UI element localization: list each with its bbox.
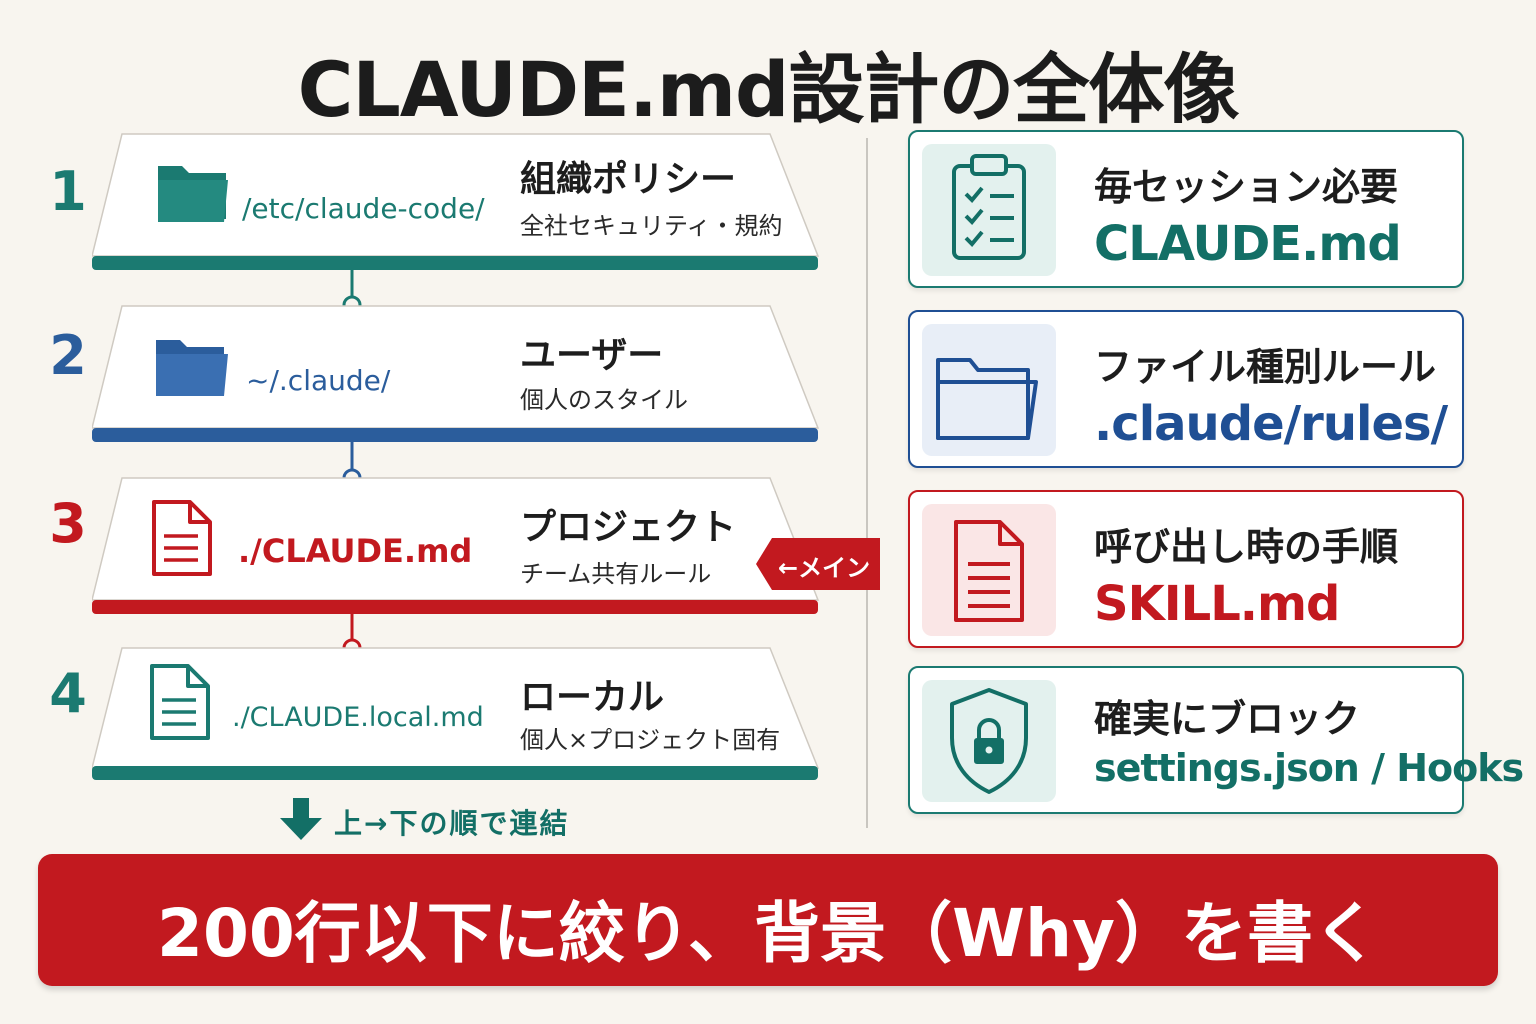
layer-description: 個人のスタイル — [520, 386, 688, 414]
document-icon — [152, 500, 212, 576]
card-label: ファイル種別ルール — [1094, 345, 1437, 389]
layer-card: /etc/claude-code/ 組織ポリシー 全社セキュリティ・規約 — [92, 132, 822, 270]
card-file: CLAUDE.md — [1094, 216, 1402, 272]
main-tag-label: ←メイン — [778, 554, 871, 582]
card-file: .claude/rules/ — [1094, 396, 1448, 452]
layer-org-policy: 1 /etc/claude-code/ 組織ポリシー 全社セキュリティ・規約 — [48, 132, 828, 272]
folder-icon — [156, 340, 228, 396]
layer-local: 4 ./CLAUDE.local.md ローカル 個人×プロジェクト固有 — [48, 646, 828, 786]
card-label: 確実にブロック — [1094, 697, 1361, 741]
layer-name: プロジェクト — [520, 507, 737, 548]
layer-card-shape — [92, 477, 820, 614]
card-skill: 呼び出し時の手順 SKILL.md — [908, 490, 1464, 648]
card-file: SKILL.md — [1094, 576, 1340, 632]
folder-icon — [158, 166, 228, 222]
layer-path: ./CLAUDE.md — [238, 532, 473, 570]
main-tag-shape — [756, 538, 880, 590]
layer-card-shape — [92, 133, 820, 270]
layer-name: ユーザー — [520, 335, 664, 376]
layer-description: 個人×プロジェクト固有 — [520, 726, 781, 754]
page-title: CLAUDE.md設計の全体像 — [297, 45, 1240, 134]
layer-path: /etc/claude-code/ — [242, 192, 485, 225]
layer-card: ./CLAUDE.md プロジェクト チーム共有ルール — [92, 476, 822, 614]
layer-path: ~/.claude/ — [246, 364, 391, 397]
layer-project: 3 ./CLAUDE.md プロジェクト チーム共有ルール — [48, 476, 828, 616]
layer-name: ローカル — [520, 677, 665, 718]
card-settings-hooks: 確実にブロック settings.json / Hooks — [908, 666, 1524, 814]
icon-box — [922, 680, 1056, 802]
layer-card: ~/.claude/ ユーザー 個人のスタイル — [92, 304, 822, 442]
layer-name: 組織ポリシー — [520, 159, 737, 200]
layer-description: 全社セキュリティ・規約 — [520, 212, 783, 240]
layer-card-shape — [92, 647, 820, 780]
order-note: 上→下の順で連結 — [278, 796, 567, 842]
document-icon — [954, 520, 1024, 622]
layer-path: ./CLAUDE.local.md — [232, 702, 484, 733]
card-label: 呼び出し時の手順 — [1094, 525, 1399, 569]
layer-number: 2 — [49, 324, 87, 387]
card-file: settings.json / Hooks — [1094, 746, 1524, 790]
column-divider — [866, 138, 868, 828]
icon-box — [922, 324, 1056, 456]
layer-user: 2 ~/.claude/ ユーザー 個人のスタイル — [48, 304, 828, 444]
card-rules: ファイル種別ルール .claude/rules/ — [908, 310, 1464, 468]
document-icon — [150, 664, 210, 740]
layer-card-shape — [92, 305, 820, 442]
layer-number: 1 — [49, 160, 87, 223]
icon-box — [922, 504, 1056, 636]
shield-lock-icon — [950, 688, 1028, 794]
layer-card: ./CLAUDE.local.md ローカル 個人×プロジェクト固有 — [92, 646, 822, 780]
layer-number: 4 — [49, 662, 87, 725]
icon-box — [922, 144, 1056, 276]
card-claude-md: 毎セッション必要 CLAUDE.md — [908, 130, 1464, 288]
checklist-icon — [952, 154, 1026, 260]
summary-banner: 200行以下に絞り、背景（Why）を書く — [38, 854, 1498, 986]
folder-icon — [936, 358, 1038, 440]
arrow-down-icon — [280, 798, 322, 840]
main-tag: ←メイン — [756, 536, 882, 592]
layer-number: 3 — [49, 492, 87, 555]
card-label: 毎セッション必要 — [1094, 165, 1399, 209]
layer-description: チーム共有ルール — [520, 560, 712, 588]
order-note-label: 上→下の順で連結 — [334, 807, 570, 840]
summary-banner-text: 200行以下に絞り、背景（Why）を書く — [157, 895, 1379, 972]
